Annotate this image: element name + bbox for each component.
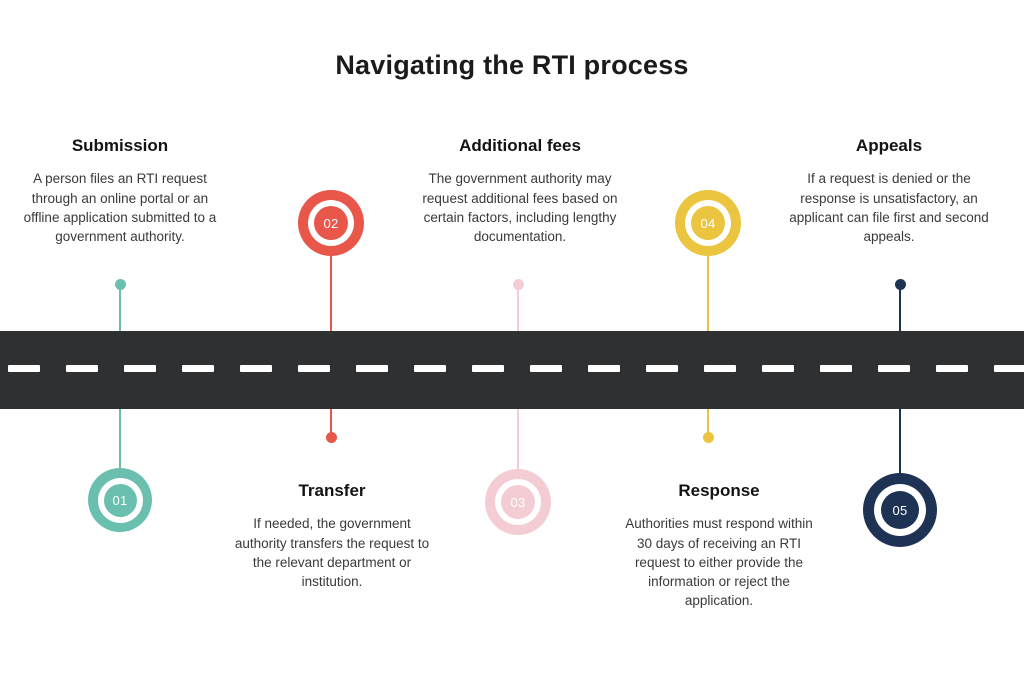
step-text-block-02: Transfer If needed, the government author…	[233, 481, 431, 591]
marker-white-ring: 02	[308, 200, 354, 246]
road-dash	[66, 365, 98, 372]
road-dash	[588, 365, 620, 372]
step-heading-02: Transfer	[298, 481, 366, 500]
road-dash	[182, 365, 214, 372]
step-marker-05[interactable]: 05	[863, 473, 937, 547]
step-text-block-05: Appeals If a request is denied or the res…	[789, 136, 989, 246]
road-dash	[646, 365, 678, 372]
marker-number-03: 03	[501, 485, 535, 519]
step-body-02: If needed, the government authority tran…	[234, 516, 430, 589]
road-dash	[472, 365, 504, 372]
road-banner	[0, 331, 1024, 409]
step-text-block-01: Submission A person files an RTI request …	[20, 136, 220, 246]
road-dash	[704, 365, 736, 372]
page-title: Navigating the RTI process	[335, 50, 689, 80]
road-dash	[124, 365, 156, 372]
road-dash	[878, 365, 910, 372]
road-dash	[298, 365, 330, 372]
step-body-03: The government authority may request add…	[422, 171, 618, 244]
connector-end-dot-02	[325, 431, 337, 443]
marker-number-02: 02	[314, 206, 348, 240]
step-marker-03[interactable]: 03	[485, 469, 551, 535]
connector-end-dot-05	[894, 278, 906, 290]
step-heading-05: Appeals	[855, 136, 923, 155]
road-dash	[936, 365, 968, 372]
road-dash	[414, 365, 446, 372]
road-dash	[530, 365, 562, 372]
step-heading-01: Submission	[71, 136, 169, 155]
marker-number-05: 05	[881, 491, 919, 529]
step-body-01: A person files an RTI request through an…	[23, 171, 217, 244]
road-dash	[356, 365, 388, 372]
step-heading-04: Response	[678, 481, 760, 500]
road-dash	[994, 365, 1024, 372]
step-body-05: If a request is denied or the response i…	[789, 171, 989, 244]
step-body-04: Authorities must respond within 30 days …	[625, 516, 813, 609]
step-marker-01[interactable]: 01	[88, 468, 152, 532]
marker-white-ring: 04	[685, 200, 731, 246]
step-marker-02[interactable]: 02	[298, 190, 364, 256]
road-dash	[762, 365, 794, 372]
marker-number-04: 04	[691, 206, 725, 240]
marker-number-01: 01	[103, 483, 137, 517]
step-heading-03: Additional fees	[459, 136, 581, 155]
road-dash	[8, 365, 40, 372]
connector-end-dot-04	[702, 431, 714, 443]
connector-end-dot-01	[114, 278, 126, 290]
step-marker-04[interactable]: 04	[675, 190, 741, 256]
marker-white-ring: 01	[97, 477, 143, 523]
road-dash	[820, 365, 852, 372]
road-dash	[240, 365, 272, 372]
marker-white-ring: 03	[495, 479, 541, 525]
road-dashes	[0, 365, 1024, 373]
connector-end-dot-03	[512, 278, 524, 290]
marker-white-ring: 05	[874, 484, 926, 536]
